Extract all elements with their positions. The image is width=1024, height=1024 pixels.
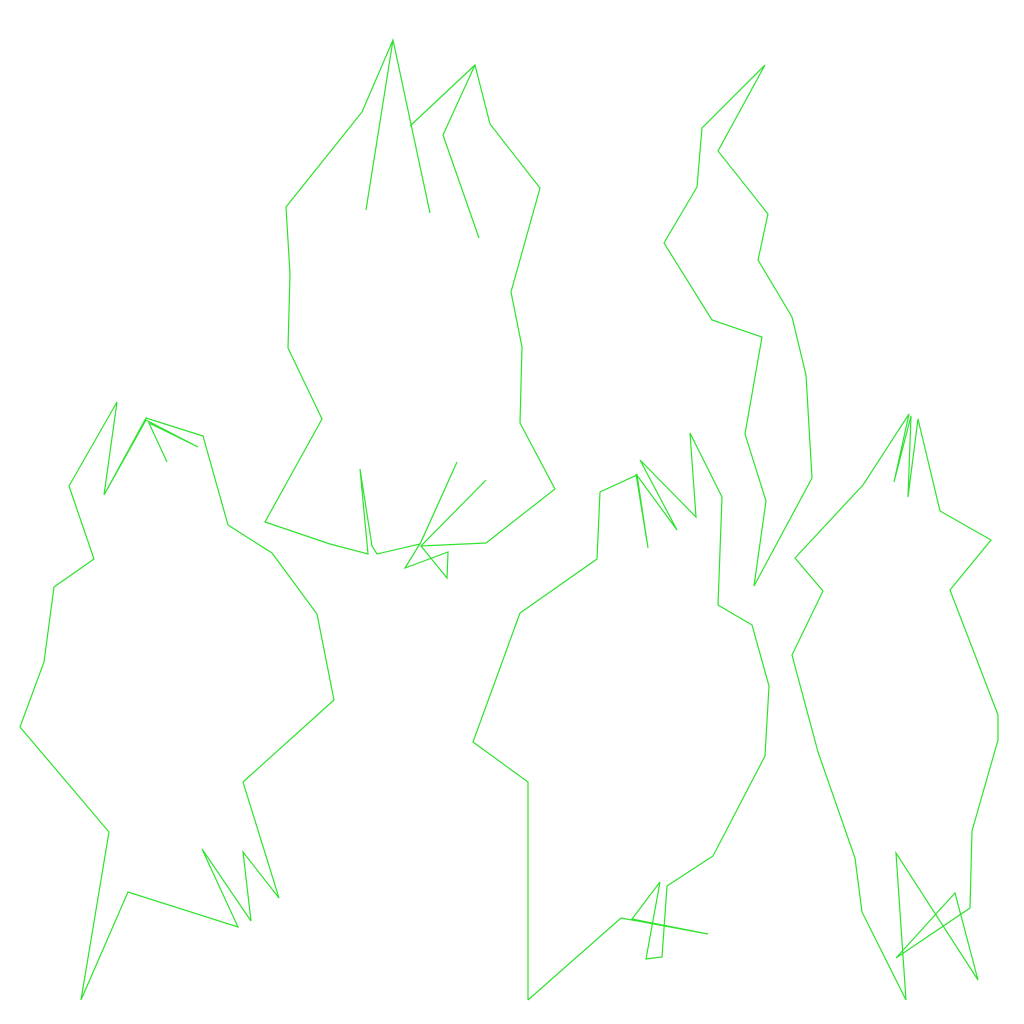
sketch-figure-top-center [264,38,556,580]
sketch-figure-bottom-right [791,413,999,1001]
sketch-figure-bottom-left [19,401,335,1001]
sketch-figure-bottom-center [472,432,770,1001]
sketch-figure-top-right-stroke [663,64,813,587]
